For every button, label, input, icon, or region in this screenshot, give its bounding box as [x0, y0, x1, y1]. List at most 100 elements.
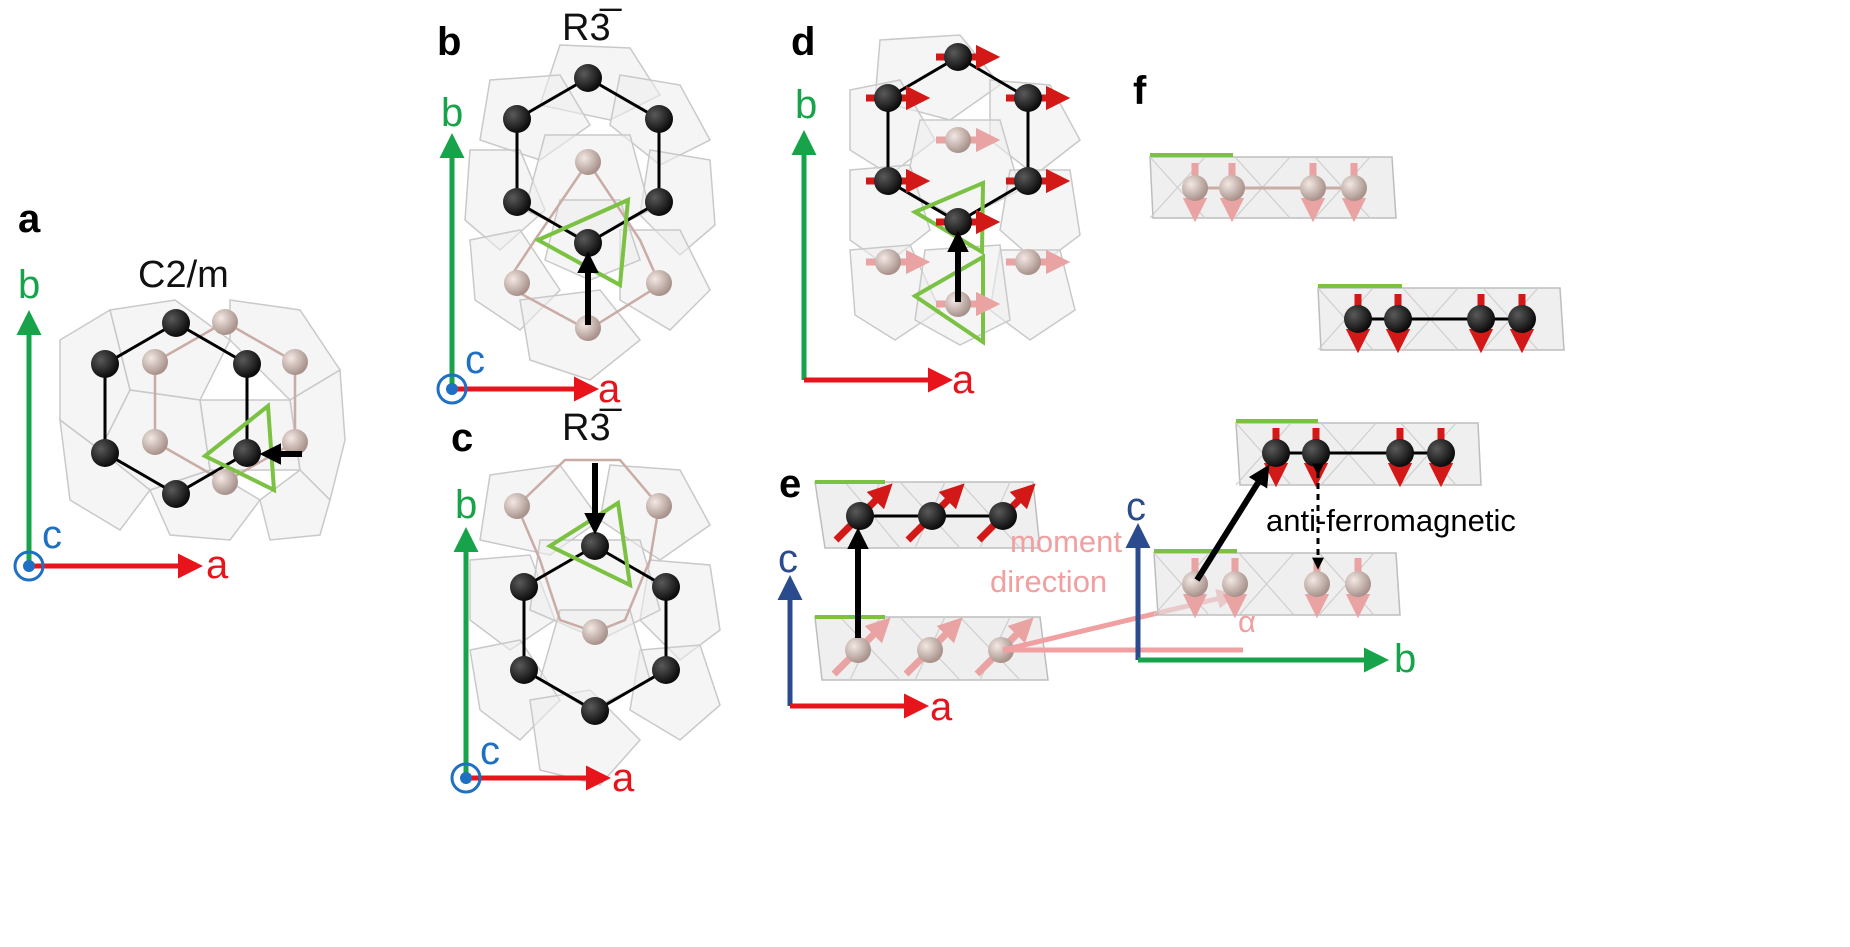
- dark-atom: [874, 84, 902, 112]
- axis-label-c: c: [465, 338, 485, 382]
- light-atom: [142, 349, 168, 375]
- dark-atom: [162, 309, 190, 337]
- axes-c: b a c: [450, 483, 635, 800]
- light-atom: [875, 249, 901, 275]
- light-atom: [1304, 571, 1330, 597]
- moments-f1: [1182, 163, 1367, 223]
- axis-label-c: c: [42, 513, 62, 557]
- dark-atom: [989, 502, 1017, 530]
- dark-atom: [918, 502, 946, 530]
- light-atom: [582, 619, 608, 645]
- dark-atom: [1427, 439, 1455, 467]
- panel-label-e: e: [779, 462, 801, 506]
- axis-c-dot: [23, 560, 35, 572]
- light-atom: [1222, 571, 1248, 597]
- light-atom: [646, 493, 672, 519]
- light-atom: [575, 149, 601, 175]
- dark-atom: [91, 350, 119, 378]
- panel-e: e: [777, 462, 1256, 729]
- panel-c: c R3̅: [450, 407, 721, 800]
- axis-c-out-of-plane: [436, 373, 468, 405]
- light-atom: [1182, 571, 1208, 597]
- dark-atom: [510, 573, 538, 601]
- panel-label-b: b: [437, 20, 461, 64]
- annotation-moment: moment: [1010, 524, 1122, 559]
- dark-atom: [581, 697, 609, 725]
- atoms-d: [874, 43, 1042, 317]
- light-atom: [504, 493, 530, 519]
- axis-label-a: a: [930, 685, 953, 729]
- dark-atom: [1014, 167, 1042, 195]
- dark-atom: [652, 573, 680, 601]
- dark-atom: [574, 229, 602, 257]
- light-atom: [282, 429, 308, 455]
- atoms-b: [503, 64, 673, 341]
- atoms-e: [845, 502, 1017, 663]
- dark-atom: [645, 105, 673, 133]
- moments-f2: [1344, 294, 1536, 354]
- axis-label-b: b: [455, 483, 477, 527]
- annotation-antiferromagnetic: anti-ferromagnetic: [1266, 503, 1516, 538]
- dark-atom: [233, 350, 261, 378]
- light-atom: [945, 127, 971, 153]
- light-atom: [917, 637, 943, 663]
- dark-atom: [581, 532, 609, 560]
- dark-atom: [510, 656, 538, 684]
- axis-label-a: a: [598, 367, 621, 411]
- dark-atom: [162, 480, 190, 508]
- light-atom: [282, 349, 308, 375]
- panel-d: d: [791, 20, 1081, 402]
- atoms-a: [91, 309, 308, 508]
- atoms-c: [504, 493, 680, 725]
- light-atom: [212, 309, 238, 335]
- panel-label-c: c: [451, 416, 473, 460]
- dark-atom: [1262, 439, 1290, 467]
- axis-label-b: b: [441, 91, 463, 135]
- stacking-arrow-f: [1194, 464, 1270, 582]
- axis-label-b: b: [18, 263, 40, 307]
- dark-atom: [1344, 305, 1372, 333]
- axes-d: b a: [791, 83, 975, 402]
- space-group-b: R3̅: [562, 7, 623, 49]
- light-atom: [945, 291, 971, 317]
- light-atom: [988, 637, 1014, 663]
- moments-f4: [1182, 558, 1371, 619]
- axis-c-out-of-plane: [13, 550, 45, 582]
- axis-label-a: a: [952, 358, 975, 402]
- light-atom: [1341, 175, 1367, 201]
- axes-a: b a c: [13, 263, 229, 587]
- panel-label-d: d: [791, 20, 815, 64]
- axis-c-out-of-plane: [450, 762, 482, 794]
- light-atom: [1182, 175, 1208, 201]
- space-group-c: R3̅: [562, 407, 623, 449]
- light-atom: [1345, 571, 1371, 597]
- dark-atom: [574, 64, 602, 92]
- axis-c-dot: [460, 772, 472, 784]
- light-atom: [142, 429, 168, 455]
- light-atom: [845, 637, 871, 663]
- dark-atom: [503, 105, 531, 133]
- triangle-c: [545, 499, 633, 589]
- dark-atom: [1384, 305, 1412, 333]
- axis-label-c: c: [1126, 485, 1146, 529]
- axis-c-dot: [446, 383, 458, 395]
- dark-atom: [1467, 305, 1495, 333]
- panel-label-a: a: [18, 197, 41, 241]
- axis-label-c: c: [778, 537, 798, 581]
- light-atom: [646, 270, 672, 296]
- axes-b: b a c: [436, 91, 621, 411]
- octahedra-c: [469, 464, 721, 786]
- panel-f: f: [1125, 69, 1565, 681]
- dark-atom: [1508, 305, 1536, 333]
- dark-atom: [503, 188, 531, 216]
- dark-atom: [1386, 439, 1414, 467]
- dark-atom: [91, 439, 119, 467]
- dark-atom: [233, 439, 261, 467]
- panel-label-f: f: [1133, 69, 1147, 113]
- dark-atom: [645, 188, 673, 216]
- axes-f: c b: [1125, 485, 1416, 681]
- dark-atom: [944, 43, 972, 71]
- dark-atom: [1014, 84, 1042, 112]
- dark-atom: [846, 502, 874, 530]
